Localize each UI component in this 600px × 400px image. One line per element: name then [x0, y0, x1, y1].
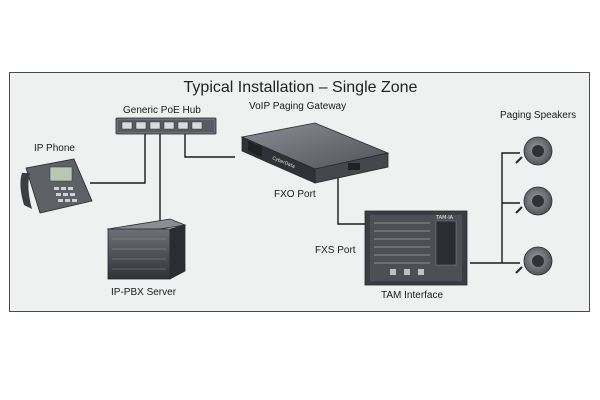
diagram-frame: Typical Installation – Single Zone: [9, 72, 590, 312]
speakers-label: Paging Speakers: [500, 110, 577, 121]
fxs-port-label: FXS Port: [315, 245, 356, 256]
pbx-label: IP-PBX Server: [111, 287, 177, 298]
tam-interface-icon: TAM-IA: [364, 210, 468, 286]
paging-speaker-icon: [515, 136, 553, 166]
pbx-server-icon: [106, 218, 187, 280]
tam-model-text: TAM-IA: [435, 215, 454, 221]
line-hub-gateway: [184, 133, 235, 158]
tam-label: TAM Interface: [381, 290, 444, 301]
line-gateway-tam: [337, 176, 365, 225]
line-tam-speakers: [470, 152, 520, 264]
diagram-title: Typical Installation – Single Zone: [183, 79, 418, 96]
line-phone-hub: [90, 133, 146, 184]
hub-label: Generic PoE Hub: [123, 105, 201, 116]
connection-lines: [90, 133, 520, 264]
paging-speaker-icon: [515, 246, 553, 276]
gateway-label: VoIP Paging Gateway: [249, 101, 347, 112]
ip-phone-icon: [20, 158, 93, 214]
fxo-port-label: FXO Port: [274, 189, 316, 200]
poe-hub-icon: [115, 117, 217, 135]
phone-label: IP Phone: [34, 143, 75, 154]
diagram-canvas: CyberData TAM-IA: [20, 117, 553, 286]
gateway-icon: CyberData: [240, 122, 390, 184]
paging-speaker-icon: [515, 186, 553, 216]
